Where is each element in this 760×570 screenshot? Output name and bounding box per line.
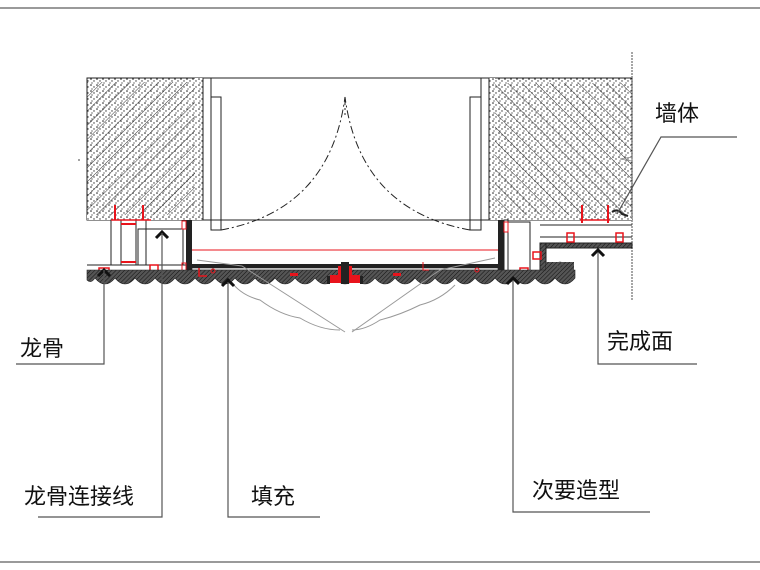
label-keel: 龙骨	[20, 337, 65, 362]
jamb-posts	[186, 220, 504, 272]
label-keel-connection-line: 龙骨连接线	[24, 485, 135, 510]
label-secondary-shape: 次要造型	[532, 479, 621, 504]
left-keel-assembly	[87, 205, 187, 277]
leader-finish-surface	[597, 252, 697, 365]
door-swing-arcs	[220, 96, 471, 231]
label-fill: 填充	[251, 485, 296, 510]
center-hardware	[198, 262, 480, 284]
right-wall	[488, 52, 633, 300]
swung-door-leaves	[196, 257, 496, 333]
bottom-border	[0, 561, 760, 563]
leader-keel	[16, 270, 105, 365]
label-finish-surface: 完成面	[607, 330, 674, 355]
leader-fill	[227, 282, 320, 518]
leader-secondary-shape	[512, 280, 650, 513]
leader-keel-connection	[38, 233, 163, 518]
door-frame	[202, 77, 490, 231]
leader-wall	[616, 136, 737, 215]
top-border	[0, 7, 760, 9]
leader-lines	[16, 136, 737, 518]
label-wall: 墙体	[655, 102, 700, 127]
left-wall	[78, 77, 204, 221]
